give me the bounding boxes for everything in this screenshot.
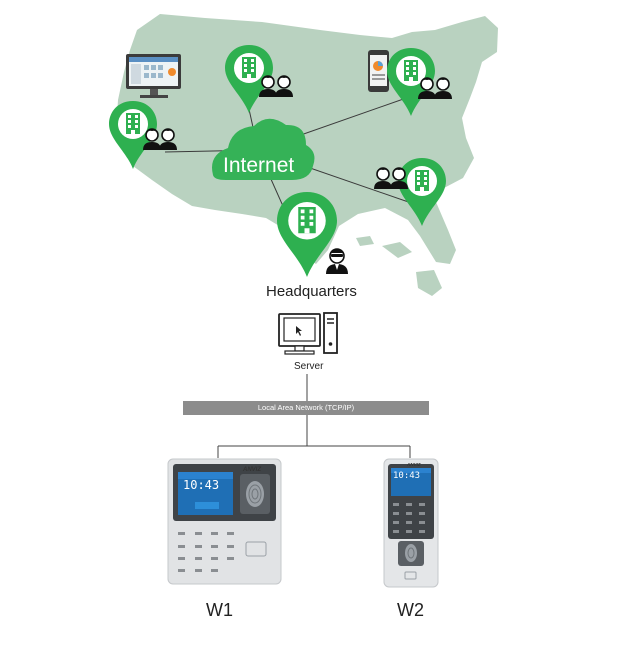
fingerprint-sensor-icon [405, 544, 417, 562]
w2-brand-logo: ANVIZ [407, 462, 421, 467]
w1-device-label: W1 [206, 600, 233, 620]
w2-screen-time: 10:43 [393, 471, 421, 481]
w2-terminal [383, 458, 439, 588]
cloud-icon [212, 118, 315, 180]
w1-brand-logo: ANVIZ [243, 467, 261, 473]
smartphone-icon [368, 50, 389, 92]
w2-keypad [393, 503, 425, 533]
map-hawaii-island [382, 242, 412, 258]
map-hawaii-island [416, 270, 442, 296]
desktop-monitor-icon [126, 54, 181, 98]
fingerprint-sensor-icon [246, 481, 264, 507]
w1-screen-time: 10:43 [183, 478, 220, 492]
lan-wiring [217, 374, 411, 458]
w1-keypad [178, 532, 234, 572]
security-guard-icon [326, 248, 348, 274]
cloud-label: Internet [223, 154, 294, 177]
w2-device-label: W2 [397, 600, 424, 620]
map-hawaii-island [356, 236, 374, 246]
server-computer-icon [278, 312, 338, 355]
w1-terminal [167, 458, 282, 585]
headquarters-label: Headquarters [266, 283, 357, 300]
server-label: Server [294, 361, 324, 372]
lan-bar: Local Area Network (TCP/IP) [183, 401, 429, 415]
building-pin-icon [277, 192, 337, 277]
